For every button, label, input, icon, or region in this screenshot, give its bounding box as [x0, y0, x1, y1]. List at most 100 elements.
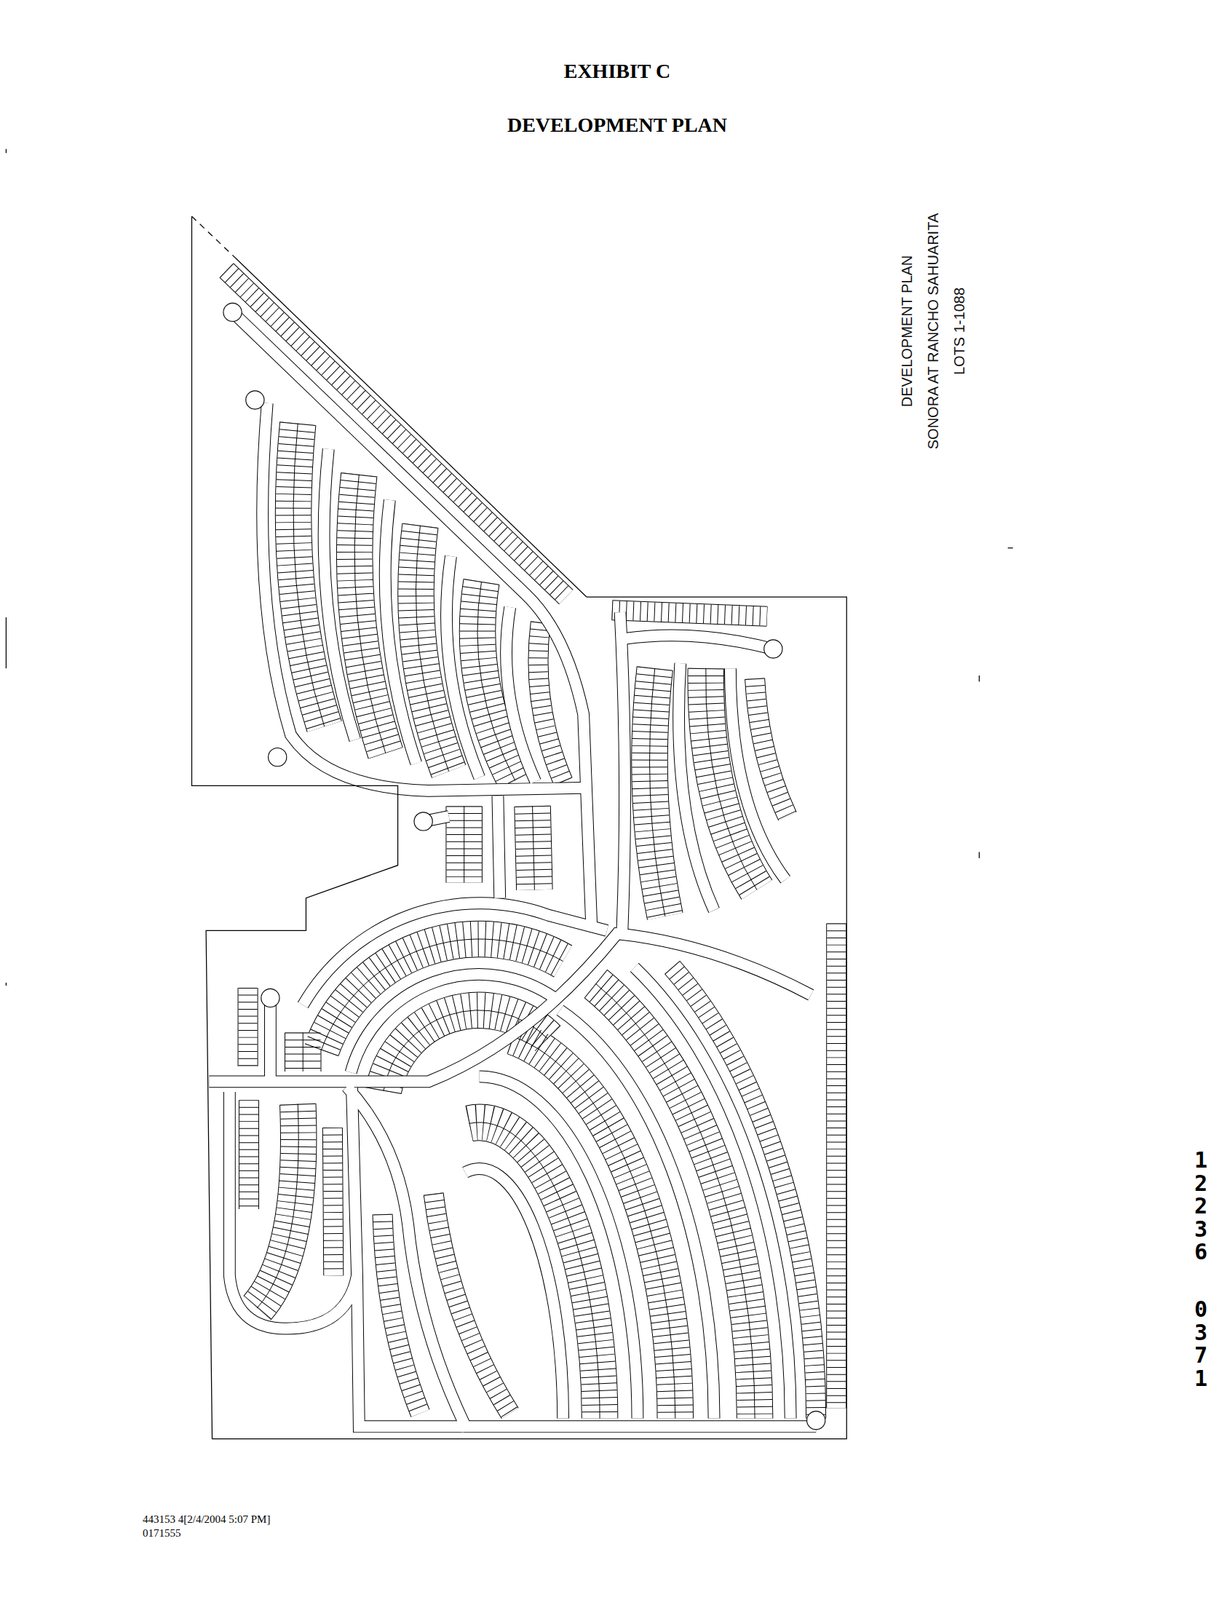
- road: [232, 312, 592, 929]
- road: [229, 1087, 357, 1329]
- lot-row: [754, 678, 788, 816]
- plan-heading: DEVELOPMENT PLAN: [398, 113, 836, 137]
- sheet-title: DEVELOPMENT PLAN: [893, 163, 920, 499]
- road: [506, 606, 536, 782]
- road-surface: [208, 312, 816, 1427]
- lot-row: [226, 270, 567, 597]
- road: [385, 500, 417, 764]
- road: [232, 312, 592, 929]
- lot-block: [532, 805, 535, 890]
- lot-block: [284, 1032, 321, 1072]
- sheet-title: SONORA AT RANCHO SAHUARITA: [919, 163, 947, 499]
- cul-de-sac: [261, 988, 280, 1007]
- lot-block: [445, 805, 482, 883]
- lot-row: [754, 678, 788, 816]
- cul-de-sac: [414, 812, 433, 831]
- lot-block: [463, 805, 465, 883]
- road: [446, 556, 479, 778]
- lot-block: [532, 805, 535, 890]
- lot-block: [649, 668, 666, 917]
- scan-mark: [978, 675, 980, 682]
- road: [465, 1168, 564, 1419]
- scan-mark: [1008, 547, 1014, 549]
- road: [264, 997, 277, 1077]
- road-edge: [208, 312, 816, 1427]
- lot-lines: [226, 270, 837, 1418]
- road: [357, 1275, 465, 1426]
- road: [729, 668, 786, 880]
- road: [506, 606, 536, 782]
- lot-row: [826, 923, 847, 1409]
- lot-row: [332, 1127, 334, 1276]
- lot-row: [237, 987, 259, 1067]
- lot-row-fill: [226, 270, 837, 1418]
- lot-block: [649, 668, 666, 917]
- road: [262, 403, 590, 792]
- lot-block: [320, 938, 563, 1050]
- road: [620, 612, 625, 931]
- road: [679, 663, 714, 910]
- cul-de-sac: [268, 748, 287, 767]
- lot-block: [285, 1032, 321, 1072]
- road: [460, 1419, 816, 1433]
- road: [208, 933, 811, 1082]
- scan-mark: [978, 851, 980, 858]
- lot-row: [826, 923, 846, 1409]
- exhibit-title: EXHIBIT C: [398, 59, 836, 83]
- lot-row: [238, 987, 258, 1067]
- cul-de-sac: [223, 302, 242, 321]
- recording-footer: 0171555: [142, 1526, 182, 1540]
- road: [323, 449, 356, 741]
- lot-block: [532, 805, 535, 890]
- lot-row: [332, 1127, 334, 1276]
- lot-block: [285, 1032, 321, 1072]
- lot-block: [649, 668, 666, 917]
- cul-de-sac: [246, 390, 265, 410]
- recording-stamp: 12236: [1194, 1148, 1217, 1264]
- lot-row: [826, 923, 846, 1409]
- lot-row-outline: [226, 270, 837, 1418]
- scan-mark: [5, 617, 7, 669]
- property-boundary: [234, 256, 587, 597]
- lot-block: [256, 1104, 299, 1308]
- lot-block: [446, 805, 482, 883]
- road: [679, 663, 714, 910]
- lot-row: [226, 270, 567, 597]
- road: [385, 500, 417, 764]
- road: [460, 1420, 816, 1432]
- lot-row: [238, 987, 258, 1067]
- scan-mark: [5, 982, 7, 986]
- property-boundary: [191, 216, 847, 1439]
- road: [347, 1086, 465, 1424]
- road: [497, 795, 501, 898]
- lot-row: [612, 609, 768, 616]
- rotated-sheet-title: DEVELOPMENT PLANSONORA AT RANCHO SAHUARI…: [893, 163, 974, 499]
- lot-row: [332, 1127, 334, 1276]
- property-boundary-dashed: [191, 216, 235, 257]
- recording-footer: 443153 4[2/4/2004 5:07 PM]: [142, 1512, 271, 1526]
- scan-mark: [5, 149, 7, 154]
- road: [323, 449, 356, 741]
- lot-block: [649, 668, 666, 917]
- road: [357, 1275, 465, 1426]
- road: [620, 612, 625, 931]
- lot-row: [612, 609, 768, 616]
- sheet-lot-range: LOTS 1-1088: [946, 163, 973, 499]
- road: [465, 1168, 564, 1419]
- lot-row: [239, 1099, 259, 1209]
- lot-block: [302, 1032, 304, 1072]
- lot-row: [226, 270, 567, 597]
- road: [208, 933, 811, 1082]
- cul-de-sac: [807, 1411, 826, 1430]
- lot-row: [612, 609, 768, 616]
- road: [229, 1087, 357, 1329]
- lot-row: [238, 1099, 260, 1209]
- road: [497, 795, 501, 898]
- lot-block: [532, 805, 535, 890]
- cul-de-sac: [764, 639, 783, 658]
- lot-block: [446, 805, 482, 883]
- road: [624, 635, 774, 650]
- lot-block: [256, 1104, 299, 1308]
